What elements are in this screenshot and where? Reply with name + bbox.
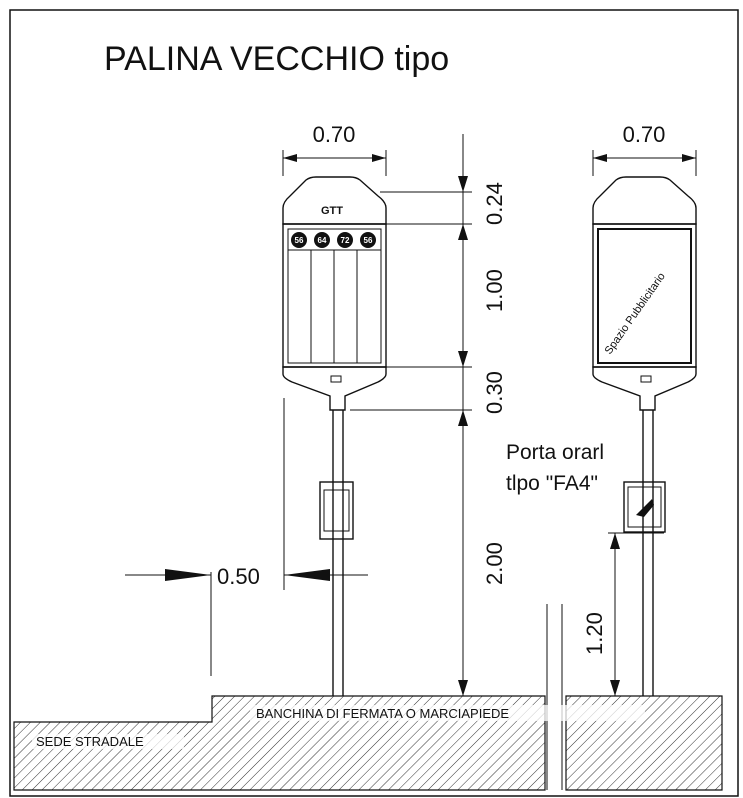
line-badge: [360, 232, 376, 248]
fa4-timetable-holder: [623, 481, 666, 533]
ground-section: BANCHINA DI FERMATA O MARCIAPIEDE SEDE S…: [13, 604, 723, 792]
left-pole: GTT 56 64 72 56: [282, 176, 387, 696]
dimension-lines: 0.70 0.70 0.24 1.00 0.30 2.00 0.50: [125, 122, 697, 696]
dim-width-left: 0.70: [313, 122, 356, 147]
drawing-frame: [9, 9, 739, 797]
left-timetable-holder: [319, 481, 354, 540]
right-pole: Spazio Pubblicitario: [592, 176, 697, 696]
line-number: 72: [341, 236, 350, 245]
left-head-cap: [282, 176, 387, 225]
line-badge: [314, 232, 330, 248]
drawing-title: PALINA VECCHIO tipo: [104, 40, 449, 78]
left-base: [282, 366, 387, 411]
dim-head-height: 0.24: [482, 182, 507, 225]
line-number: 56: [295, 236, 304, 245]
dim-base-height: 0.30: [482, 371, 507, 414]
dim-box-height: 1.20: [582, 612, 607, 655]
holder-label-line2: tlpo "FA4": [506, 472, 598, 495]
dim-offset: 0.50: [217, 564, 260, 589]
line-number-badges: 56 64 72 56: [291, 232, 376, 248]
dim-pole-height: 2.00: [482, 542, 507, 585]
ad-space-label: Spazio Pubblicitario: [603, 271, 668, 357]
road-label: SEDE STRADALE: [36, 734, 144, 749]
platform-label: BANCHINA DI FERMATA O MARCIAPIEDE: [256, 706, 509, 721]
ad-space: [597, 228, 692, 364]
dim-width-right: 0.70: [623, 122, 666, 147]
dim-panel-height: 1.00: [482, 269, 507, 312]
line-badge: [337, 232, 353, 248]
brand-logo: GTT: [321, 205, 343, 217]
line-badge: [291, 232, 307, 248]
right-base: [592, 366, 697, 411]
holder-symbol-icon: [636, 499, 654, 517]
line-number: 64: [318, 236, 327, 245]
right-head-cap: [592, 176, 697, 225]
line-number: 56: [364, 236, 373, 245]
holder-label-line1: Porta orarl: [506, 441, 604, 464]
